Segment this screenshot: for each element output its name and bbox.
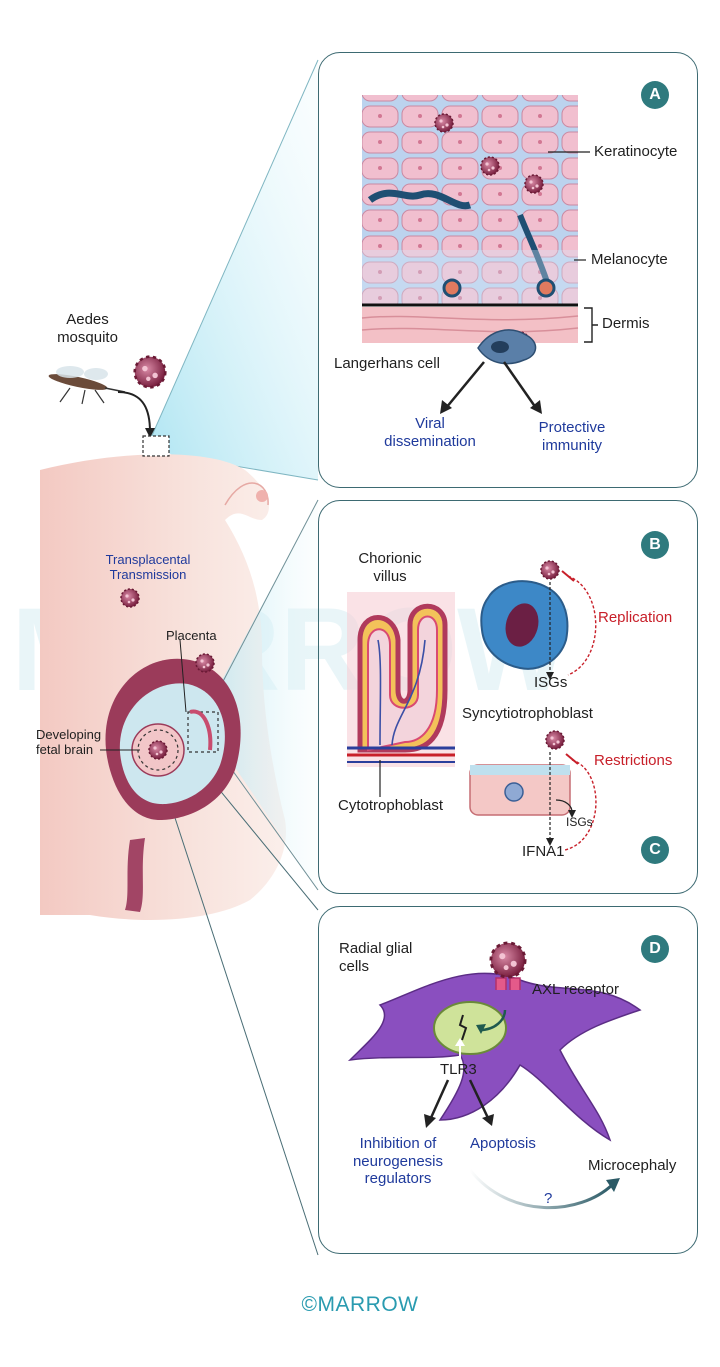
virus-in-brain: [148, 740, 168, 760]
mosquito-label: Aedes mosquito: [57, 311, 118, 346]
restriction-inhibition-bar: [565, 753, 579, 765]
tlr3-arrowhead: [455, 1038, 465, 1046]
melanocyte-nucleus-1: [442, 278, 462, 298]
melanocyte-dendrite: [367, 189, 472, 210]
viral-dissemination-label: Viral dissemination: [384, 415, 476, 450]
beam-b-edge-bottom: [224, 759, 319, 891]
fetal-brain-label: Developing fetal brain: [36, 727, 102, 758]
microcephaly-arrow: [468, 1169, 614, 1209]
inhibition-label: Inhibition of neurogenesis regulators: [352, 1135, 444, 1188]
restrictions-label: Restrictions: [594, 752, 673, 769]
bite-arrowhead: [145, 428, 155, 438]
arrowhead-apoptosis: [482, 1114, 494, 1126]
microcephaly-label: Microcephaly: [588, 1157, 677, 1174]
skin-zoom-box: [142, 435, 170, 457]
beam-a-edge-top: [149, 59, 319, 441]
replication-label: Replication: [598, 609, 673, 626]
syncytiotrophoblast-label: Syncytiotrophoblast: [462, 705, 593, 722]
restriction-cell: [469, 764, 571, 816]
mosquito: [48, 366, 126, 405]
radial-glial-cell: [347, 972, 642, 1142]
zoom-beam-a: [150, 60, 318, 480]
axl-receptor-label: AXL receptor: [532, 981, 619, 998]
arrow-protective-immunity: [502, 361, 538, 409]
syncytiotrophoblast-cell: [480, 580, 569, 670]
cytotrophoblast-label: Cytotrophoblast: [338, 797, 444, 814]
chorionic-villus-label: Chorionic villus: [358, 550, 422, 585]
beam-b-edge-top: [206, 499, 319, 713]
dermis-layer: [362, 307, 578, 343]
langerhans-cell: [477, 329, 537, 365]
isgs-label-c: ISGs: [566, 815, 593, 829]
restriction-inhibition-arc: [564, 759, 597, 851]
panel-d: [318, 906, 698, 1254]
ifna1-arrowhead: [546, 838, 554, 846]
microcephaly-arrowhead: [606, 1178, 620, 1192]
tlr3-label: TLR3: [440, 1061, 477, 1078]
badge-c: C: [641, 836, 669, 864]
dermis-label: Dermis: [602, 315, 650, 332]
badge-a: A: [641, 81, 669, 109]
axl-receptor: [495, 977, 521, 990]
isgs-label-b: ISGs: [534, 674, 568, 691]
placenta-label: Placenta: [166, 628, 217, 643]
virus-placenta: [195, 653, 215, 673]
panel-bc: [318, 500, 698, 894]
nipple: [256, 490, 268, 502]
arrow-inhibition: [428, 1079, 450, 1121]
panel-a: [318, 52, 698, 488]
chorionic-villus: [347, 592, 455, 767]
virus-mosquito: [133, 355, 167, 389]
keratinocyte-label: Keratinocyte: [594, 143, 678, 160]
virus-transmission: [120, 588, 140, 608]
isgs-arrowhead-b: [546, 672, 554, 680]
apoptosis-label: Apoptosis: [470, 1135, 536, 1152]
badge-b: B: [641, 531, 669, 559]
arrowhead-protective-immunity: [530, 400, 542, 414]
badge-d: D: [641, 935, 669, 963]
beam-d-edge-left: [159, 771, 319, 1256]
arrowhead-inhibition: [424, 1114, 436, 1128]
birth-canal: [125, 838, 145, 912]
ifna1-label: IFNA1: [522, 843, 565, 860]
zoom-beam-b: [205, 500, 318, 890]
isgs-arrowhead-c: [568, 810, 576, 818]
breast-outline: [224, 482, 269, 506]
arrowhead-viral-dissemination: [440, 400, 452, 414]
dermis-bracket: [584, 307, 598, 343]
replication-inhibition-bar: [561, 570, 575, 582]
arrow-viral-dissemination: [445, 361, 485, 409]
melanocyte-label: Melanocyte: [591, 251, 668, 268]
replication-inhibition-arc: [567, 575, 597, 676]
question-mark-label: ?: [544, 1190, 553, 1207]
transplacental-label: Transplacental Transmission: [105, 552, 191, 583]
protective-immunity-label: Protective immunity: [538, 419, 606, 454]
placenta: [189, 709, 213, 751]
radial-glial-label: Radial glial cells: [339, 940, 413, 975]
dermis-fibers: [361, 315, 579, 333]
placenta-pointer: [179, 639, 187, 713]
melanocyte-nucleus-2: [536, 278, 556, 298]
placenta-highlight: [187, 711, 219, 753]
langerhans-label: Langerhans cell: [334, 355, 440, 372]
footer-copyright: ©MARROW: [301, 1293, 419, 1316]
bite-arrow: [117, 391, 151, 433]
melanocyte-dendrite-2: [517, 213, 551, 286]
arrow-apoptosis: [468, 1079, 490, 1119]
